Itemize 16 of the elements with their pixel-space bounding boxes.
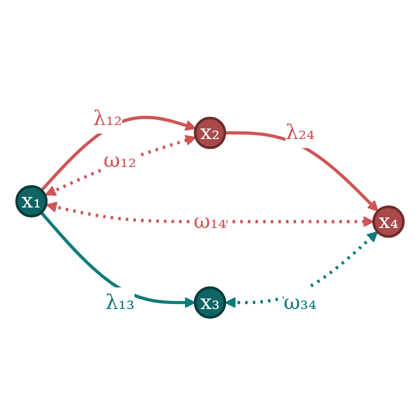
node-circle: x₁ [15,184,48,217]
node-circle: x₂ [194,116,226,149]
arrow [40,115,196,191]
edge-label: ω₃₄ [284,289,316,314]
node-circle: x₃ [194,286,226,318]
edge-label: ω₁₄ [194,208,226,233]
arrow [40,210,196,308]
edge-label: λ₁₃ [105,289,135,314]
edge-label: λ₂₄ [285,120,315,144]
arrow [224,230,378,308]
edge-label: λ₁₂ [93,105,122,130]
arrow [44,134,196,196]
arrow [46,201,374,227]
arrow [224,130,379,212]
edge-label: ω₁₂ [104,148,136,172]
node-circle: x₄ [372,204,405,238]
